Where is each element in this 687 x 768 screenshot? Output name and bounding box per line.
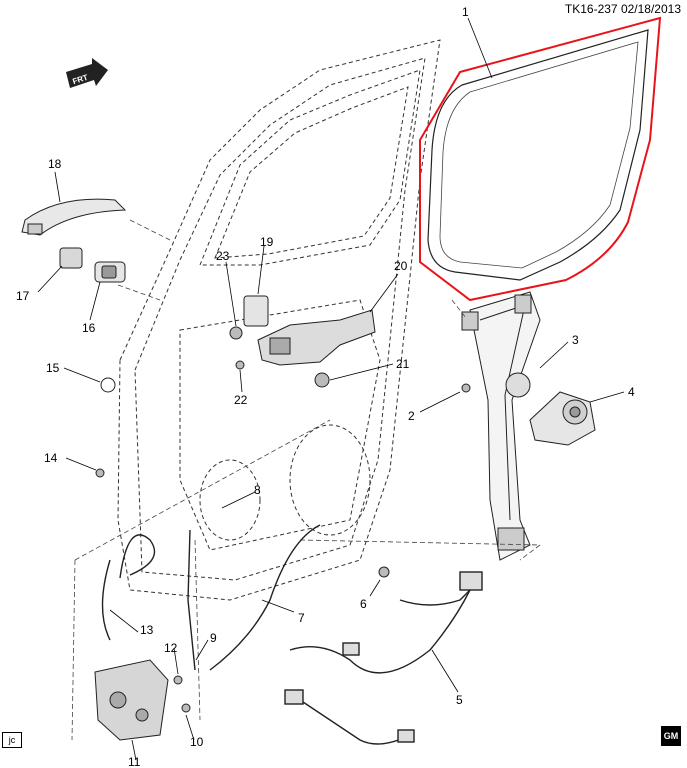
door-cables	[101, 524, 321, 671]
outside-handle	[21, 198, 127, 236]
callout-18: 18	[48, 157, 62, 171]
callout-22: 22	[234, 393, 248, 407]
callout-leader-lines	[37, 17, 625, 761]
diagram-reference-header: TK16-237 02/18/2013	[565, 2, 681, 16]
callout-15: 15	[46, 361, 60, 375]
callout-numbers: 1 2 3 4 5 6 7 8 9 10 11 12 13 14 15 16 1…	[16, 5, 635, 768]
callout-4: 4	[628, 385, 635, 399]
callout-14: 14	[44, 451, 58, 465]
callout-16: 16	[82, 321, 96, 335]
callout-1: 1	[462, 5, 469, 19]
callout-19: 19	[260, 235, 274, 249]
window-regulator	[461, 291, 541, 561]
callout-10: 10	[190, 735, 204, 749]
handle-bezels	[59, 247, 126, 283]
callout-12: 12	[164, 641, 178, 655]
diagram-date: 02/18/2013	[620, 2, 681, 16]
handle-bracket	[229, 295, 269, 340]
callout-7: 7	[298, 611, 305, 625]
wiring-harness	[284, 571, 483, 745]
door-latch	[94, 659, 169, 741]
callout-2: 2	[408, 409, 415, 423]
window-glass	[419, 16, 662, 302]
fasteners	[95, 360, 471, 713]
gm-logo: GM	[661, 726, 681, 746]
door-frame	[117, 39, 441, 601]
callout-11: 11	[128, 755, 141, 768]
callout-6: 6	[360, 597, 367, 611]
callout-20: 20	[394, 259, 408, 273]
front-direction-arrow-icon: FRT	[66, 58, 108, 88]
callout-13: 13	[140, 623, 154, 637]
callout-8: 8	[254, 483, 261, 497]
callout-3: 3	[572, 333, 579, 347]
callout-21: 21	[396, 357, 410, 371]
diagram-ref-code: TK16-237	[564, 2, 618, 16]
callout-9: 9	[210, 631, 217, 645]
plug-button	[100, 377, 116, 393]
callout-23: 23	[216, 249, 230, 263]
exploded-view-dashed-lines	[71, 219, 541, 741]
corner-box-label: jc	[2, 732, 22, 748]
callout-17: 17	[16, 289, 30, 303]
regulator-motor	[529, 391, 596, 446]
door-lock-module	[257, 309, 376, 388]
callout-5: 5	[456, 693, 463, 707]
